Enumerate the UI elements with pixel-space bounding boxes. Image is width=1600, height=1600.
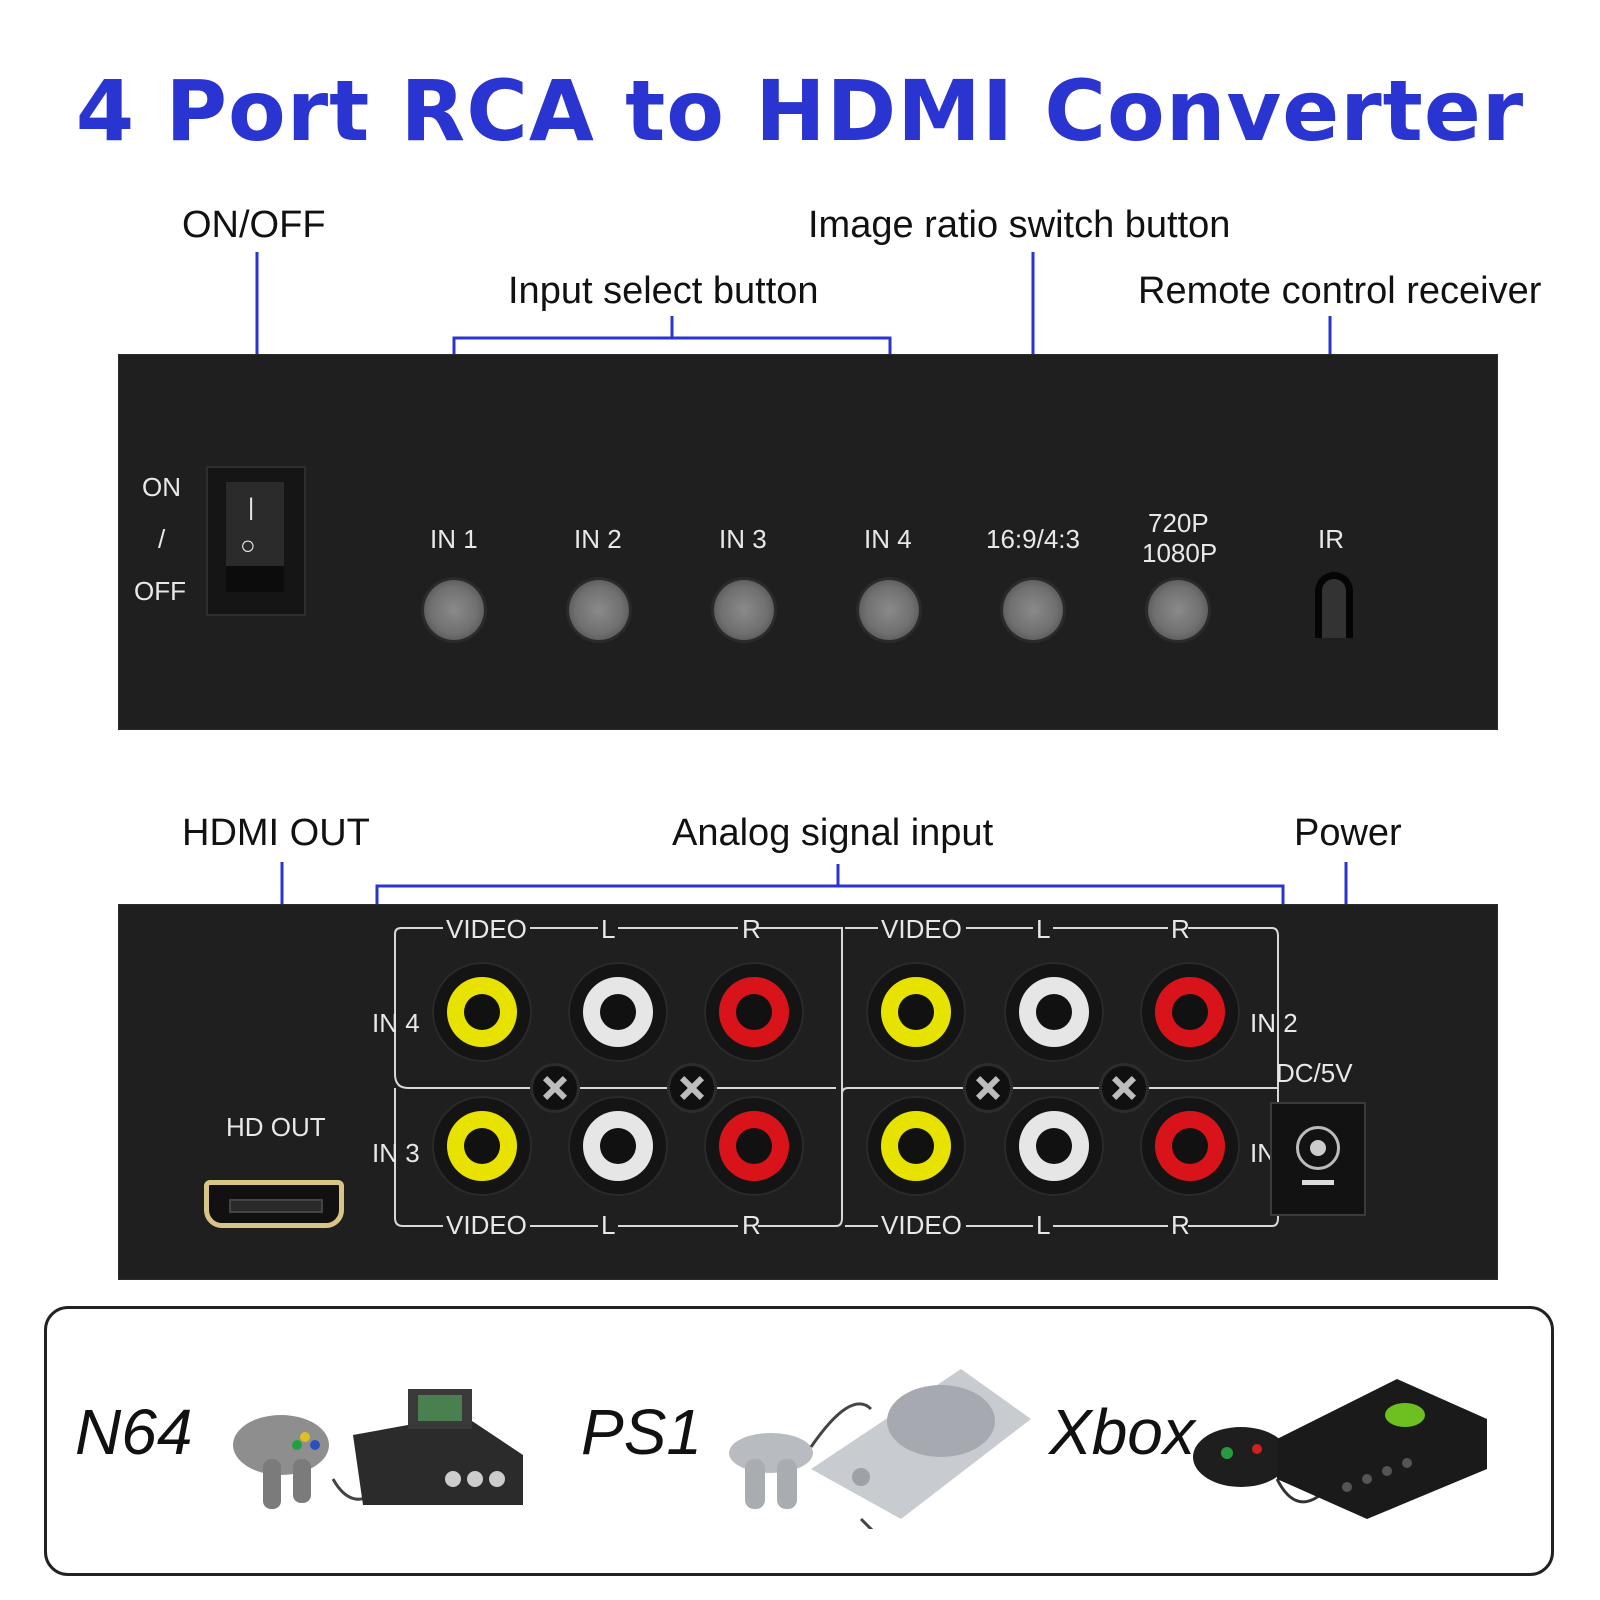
aspect-ratio-button[interactable]	[1003, 580, 1063, 640]
l-label-top-left: L	[601, 914, 616, 944]
callout-image-ratio: Image ratio switch button	[808, 204, 1231, 246]
jack-frames	[394, 927, 1279, 1227]
in2-left-jack[interactable]	[1006, 964, 1102, 1060]
callout-input-select: Input select button	[508, 270, 819, 312]
button-label-ratio: 16:9/4:3	[986, 524, 1080, 554]
callout-analog-input: Analog signal input	[672, 812, 994, 854]
in4-right-jack[interactable]	[706, 964, 802, 1060]
r-label-bottom-left: R	[742, 1210, 761, 1240]
video-label-top-right: VIDEO	[881, 914, 962, 944]
in2-port-label: IN 2	[1250, 1008, 1298, 1038]
switch-slash-label: /	[158, 524, 166, 554]
button-label-1080p: 1080P	[1142, 538, 1218, 568]
button-label-720p: 720P	[1148, 508, 1209, 538]
screw-icon	[670, 1066, 714, 1110]
in4-button[interactable]	[859, 580, 919, 640]
switch-off-label: OFF	[134, 576, 186, 606]
r-label-top-left: R	[742, 914, 761, 944]
back-panel: VIDEO L R VIDEO L R VIDEO L R VIDEO L R …	[118, 904, 1498, 1280]
dc-5v-label: DC/5V	[1276, 1058, 1353, 1088]
in3-left-jack[interactable]	[570, 1098, 666, 1194]
in4-video-jack[interactable]	[434, 964, 530, 1060]
resolution-button[interactable]	[1148, 580, 1208, 640]
screw-icon	[533, 1066, 577, 1110]
r-label-top-right: R	[1171, 914, 1190, 944]
ir-label: IR	[1318, 524, 1344, 554]
l-label-bottom-right: L	[1036, 1210, 1051, 1240]
in4-port-label: IN 4	[372, 1008, 420, 1038]
button-label-in1: IN 1	[430, 524, 478, 554]
switch-on-label: ON	[142, 472, 181, 502]
dc-power-jack[interactable]	[1270, 1102, 1366, 1216]
hd-out-label: HD OUT	[226, 1112, 326, 1142]
video-label-top-left: VIDEO	[446, 914, 527, 944]
in2-right-jack[interactable]	[1142, 964, 1238, 1060]
screw-icon	[966, 1066, 1010, 1110]
callout-on-off: ON/OFF	[182, 204, 326, 246]
button-label-in3: IN 3	[719, 524, 767, 554]
page-title: 4 Port RCA to HDMI Converter	[75, 62, 1525, 160]
xbox-console-icon	[1193, 1379, 1487, 1519]
in3-right-jack[interactable]	[706, 1098, 802, 1194]
front-panel: ON / OFF | ○ IN 1 IN 2 IN 3 IN 4 16:9/4:…	[118, 354, 1498, 730]
console-name-ps1: PS1	[581, 1396, 702, 1468]
button-label-in2: IN 2	[574, 524, 622, 554]
in2-button[interactable]	[569, 580, 629, 640]
video-label-bottom-left: VIDEO	[446, 1210, 527, 1240]
console-name-n64: N64	[75, 1396, 193, 1468]
compatible-consoles-box: N64 PS1 Xbox	[44, 1306, 1554, 1576]
r-label-bottom-right: R	[1171, 1210, 1190, 1240]
in4-left-jack[interactable]	[570, 964, 666, 1060]
hdmi-output-port[interactable]	[204, 1180, 344, 1228]
console-name-xbox: Xbox	[1049, 1396, 1195, 1468]
in2-video-jack[interactable]	[868, 964, 964, 1060]
n64-console-icon	[233, 1389, 523, 1509]
callout-remote-receiver: Remote control receiver	[1138, 270, 1542, 312]
switch-off-symbol: ○	[240, 530, 256, 560]
in1-button[interactable]	[424, 580, 484, 640]
in1-right-jack[interactable]	[1142, 1098, 1238, 1194]
in3-button[interactable]	[714, 580, 774, 640]
callout-power: Power	[1294, 812, 1402, 854]
in1-left-jack[interactable]	[1006, 1098, 1102, 1194]
switch-on-symbol: |	[248, 494, 255, 521]
ps1-console-icon	[729, 1369, 1031, 1529]
video-label-bottom-right: VIDEO	[881, 1210, 962, 1240]
callout-hdmi-out: HDMI OUT	[182, 812, 370, 854]
in1-video-jack[interactable]	[868, 1098, 964, 1194]
ir-receiver-icon	[1315, 572, 1353, 638]
in3-port-label: IN 3	[372, 1138, 420, 1168]
screw-icon	[1102, 1066, 1146, 1110]
power-switch-rocker	[226, 482, 284, 566]
l-label-bottom-left: L	[601, 1210, 616, 1240]
in3-video-jack[interactable]	[434, 1098, 530, 1194]
button-label-in4: IN 4	[864, 524, 912, 554]
l-label-top-right: L	[1036, 914, 1051, 944]
